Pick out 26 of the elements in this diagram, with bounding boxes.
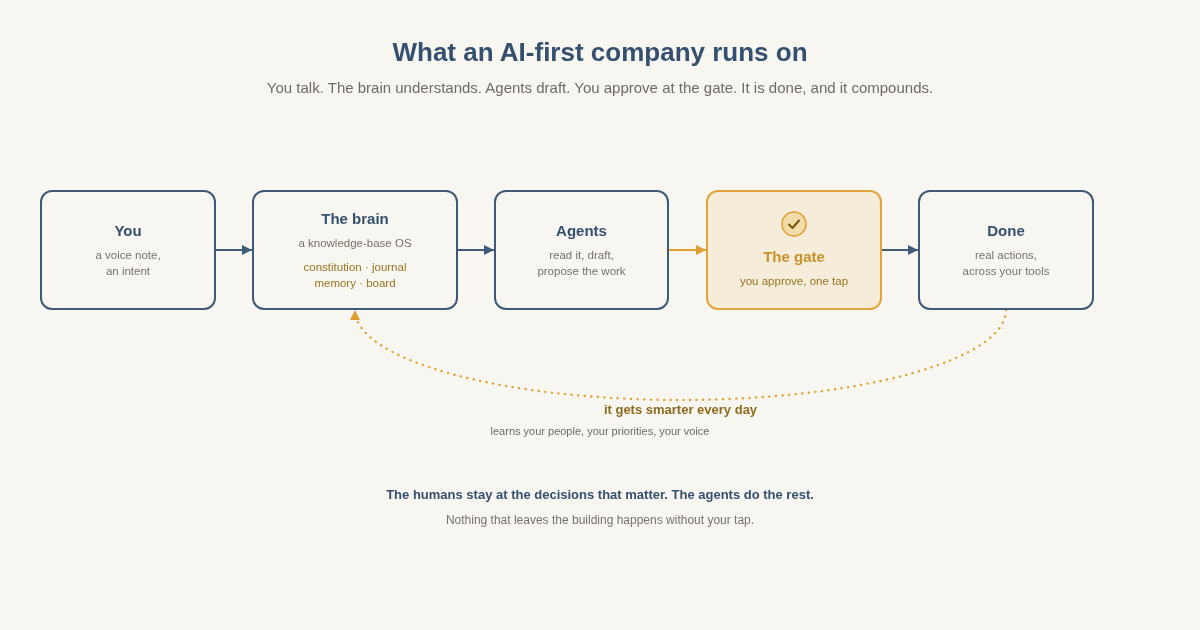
step-title: The brain (321, 209, 389, 229)
subtitle: You talk. The brain understands. Agents draft. You approve at the gate. It is done, and it compounds. (266, 78, 934, 98)
step-description: read it, draft, propose the work (536, 248, 627, 279)
step-card (494, 190, 669, 310)
step-description: you approve, one tap (739, 274, 849, 289)
arrow (881, 245, 919, 255)
step-card (252, 190, 458, 310)
topic-list: constitution · journal memory · board (292, 259, 418, 291)
step-title: Done (987, 221, 1025, 241)
summary-text: The humans stay at the decisions that matter. The agents do the rest. (386, 486, 814, 504)
arrow (668, 245, 707, 255)
step-title: The gate (763, 247, 825, 267)
step-card (40, 190, 216, 310)
step-description: real actions, across your tools (961, 248, 1051, 279)
step-description: a voice note, an intent (94, 248, 162, 279)
note-text: Nothing that leaves the building happens without your tap. (445, 512, 755, 528)
gate-card (706, 190, 882, 310)
step-description: a knowledge-base OS (298, 236, 412, 251)
step-card (918, 190, 1094, 310)
dotted-arrow (352, 308, 1008, 401)
title: What an AI-first company runs on (392, 36, 808, 68)
arrow (457, 245, 495, 255)
description-text: learns your people, your priorities, your voice (490, 424, 710, 439)
step-title: Agents (556, 221, 607, 241)
step-title: You (114, 221, 142, 241)
arrow (215, 245, 253, 255)
